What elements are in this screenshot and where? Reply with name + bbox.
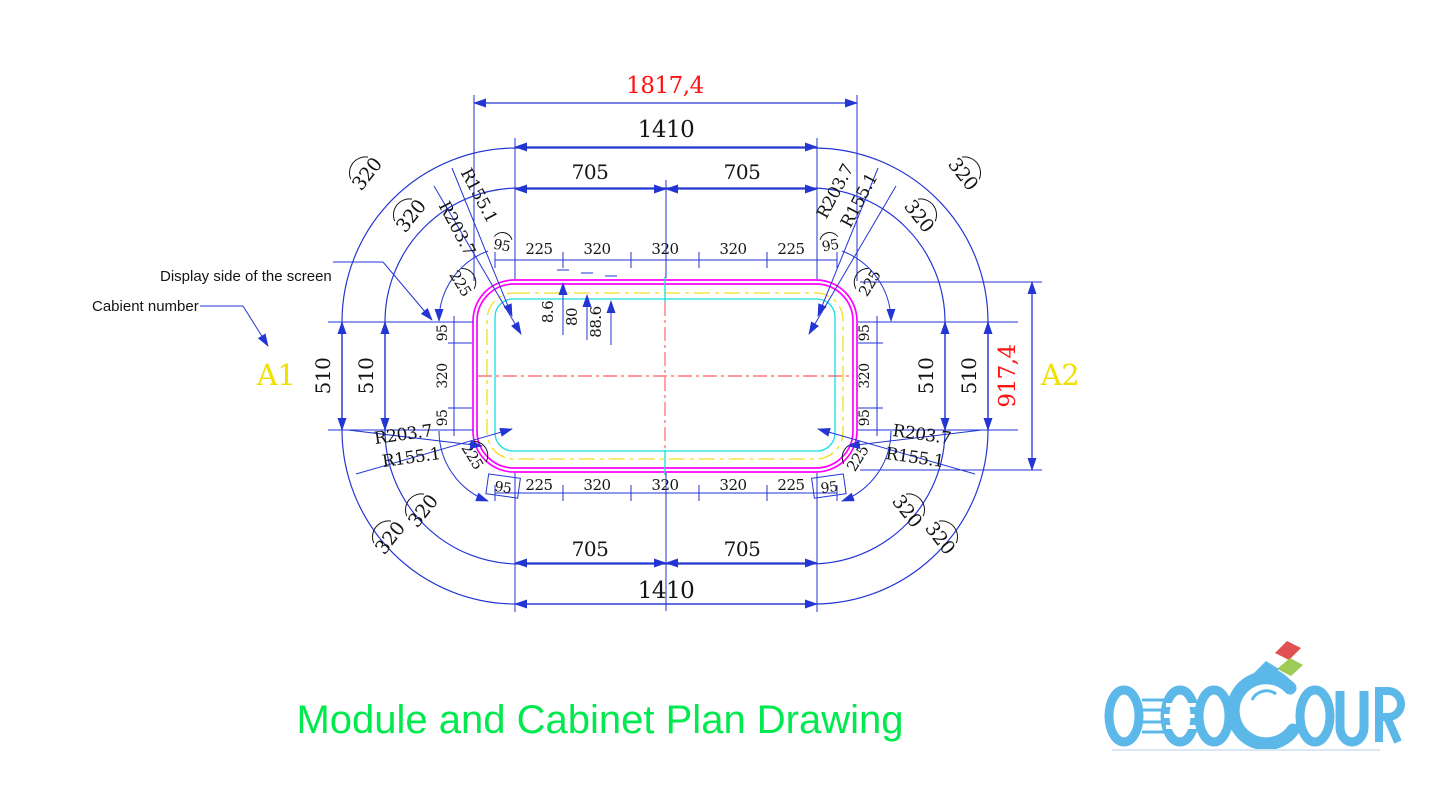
overall-width-value: 1817,4 (626, 73, 703, 99)
radius-outer-bl: R203.7 (373, 421, 434, 449)
arc-320-tr-outer: 320 (943, 154, 982, 195)
frame-width-bottom-value: 1410 (638, 578, 695, 604)
overall-height-value: 917,4 (995, 344, 1021, 407)
arc-320-tr-inner: 320 (899, 196, 938, 237)
side-height-r1: 510 (914, 358, 938, 395)
arc-320-br-outer: 320 (920, 518, 959, 559)
bottom-seg-320-a: 320 (583, 476, 610, 494)
top-seg-95-right: 95 (821, 237, 840, 256)
company-logo (1104, 641, 1405, 751)
dim-edge-offsets: 8.6 80 88.6 (539, 269, 617, 345)
arc-320-tl-outer: 320 (348, 154, 387, 195)
bottom-seg-95-right: 95 (820, 479, 839, 497)
left-seg-95-top: 95 (435, 325, 451, 342)
display-side-label: Display side of the screen (160, 268, 332, 285)
top-seg-320-b: 320 (651, 240, 678, 258)
dim-right-side: 95 320 95 510 510 (857, 316, 1018, 436)
half-width-br: 705 (724, 537, 761, 561)
cabinet-number-label: Cabient number (92, 298, 199, 315)
dim-overall-width: 1817,4 (473, 73, 858, 281)
dim-overall-height: 917,4 (860, 281, 1042, 471)
left-seg-320: 320 (435, 363, 451, 388)
radius-outer-tl: R203.7 (434, 198, 479, 259)
dim-left-side: 510 510 95 320 95 (311, 316, 473, 436)
bottom-seg-95-left: 95 (493, 479, 512, 497)
top-seg-225-left: 225 (525, 240, 552, 258)
drawing-title: Module and Cabinet Plan Drawing (296, 698, 903, 742)
edge-offset-88-6: 88.6 (587, 306, 605, 337)
dim-half-width-bottom: 705 705 (514, 473, 818, 612)
edge-offset-80: 80 (563, 308, 581, 326)
arc-320-bl-inner: 320 (404, 491, 443, 532)
cabinet-a1-label: A1 (256, 358, 295, 392)
arc-320-bl-outer: 320 (371, 518, 410, 559)
radius-inner-bl: R155.1 (381, 444, 442, 472)
frame-width-top-value: 1410 (638, 117, 695, 143)
radius-outer-br: R203.7 (891, 421, 952, 449)
bottom-seg-225-left: 225 (525, 476, 552, 494)
right-seg-95-bottom: 95 (857, 410, 873, 427)
dim-half-width-top: 705 705 (514, 160, 818, 278)
right-seg-320: 320 (857, 363, 873, 388)
logo-striped-letter (1138, 685, 1200, 747)
logo-letters (1104, 667, 1405, 751)
half-width-tr: 705 (724, 160, 761, 184)
bottom-seg-320-c: 320 (719, 476, 746, 494)
dim-top-segment-row: 95 225 320 320 320 225 95 (492, 231, 840, 268)
centerlines (478, 277, 852, 475)
arc-320-br-inner: 320 (887, 491, 926, 532)
side-height-l1: 510 (311, 358, 335, 395)
right-seg-95-top: 95 (857, 325, 873, 342)
left-seg-95-bottom: 95 (435, 410, 451, 427)
edge-offset-8-6: 8.6 (539, 301, 557, 323)
top-seg-95-left: 95 (492, 237, 511, 256)
bottom-seg-320-b: 320 (651, 476, 678, 494)
top-seg-225-right: 225 (777, 240, 804, 258)
half-width-tl: 705 (572, 160, 609, 184)
bottom-seg-225-right: 225 (777, 476, 804, 494)
top-seg-320-c: 320 (719, 240, 746, 258)
cabinet-a2-label: A2 (1040, 358, 1079, 392)
half-width-bl: 705 (572, 537, 609, 561)
radius-inner-br: R155.1 (884, 444, 945, 472)
side-height-l2: 510 (354, 358, 378, 395)
dim-frame-width-bottom: 1410 (514, 578, 818, 609)
top-seg-320-a: 320 (583, 240, 610, 258)
side-height-r2: 510 (957, 358, 981, 395)
arc-320-tl-inner: 320 (392, 196, 431, 237)
annotations: Display side of the screen Cabient numbe… (92, 261, 1080, 392)
